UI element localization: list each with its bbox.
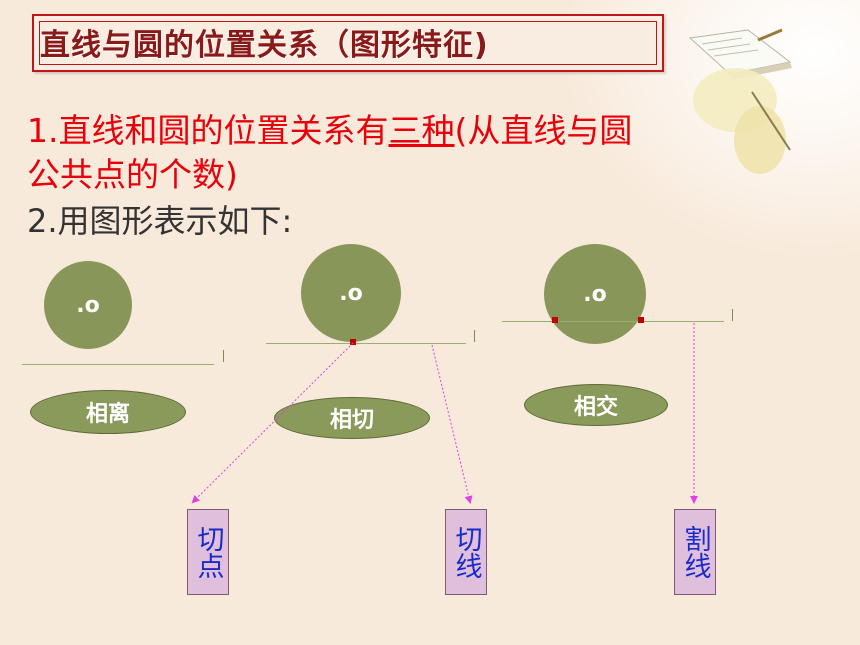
- point-1-prefix: 1.直线和圆的位置关系有: [27, 111, 389, 150]
- circle-intersect: .o: [544, 244, 646, 344]
- relation-label-separate: 相离: [30, 390, 186, 434]
- line-end-tick: [223, 350, 224, 362]
- point-1-line: 1.直线和圆的位置关系有三种(从直线与圆: [27, 104, 632, 152]
- point-1-continuation: 公共点的个数): [27, 155, 238, 194]
- butterfly-icon: [693, 68, 791, 174]
- point-1-suffix: (从直线与圆: [454, 111, 633, 150]
- term-tangent-point: 切点: [187, 509, 229, 595]
- point-1-highlight: 三种: [388, 111, 455, 150]
- circle-tangent: .o: [301, 244, 401, 342]
- slide-title: 直线与圆的位置关系（图形特征): [40, 28, 489, 63]
- point-2-text: 2.用图形表示如下:: [27, 202, 293, 240]
- arrow-to-tangent-point: [191, 342, 354, 504]
- term-secant-line: 割线: [674, 509, 716, 595]
- center-label: .o: [339, 280, 363, 306]
- arrow-to-tangent-line: [431, 344, 473, 504]
- line-tangent: [266, 343, 466, 344]
- intersection-point-marker: [638, 317, 644, 323]
- relation-label-tangent: 相切: [274, 397, 430, 439]
- center-label: .o: [76, 292, 100, 318]
- tangent-point-marker: [350, 339, 356, 345]
- center-label: .o: [583, 281, 607, 307]
- line-end-tick: [732, 309, 733, 321]
- title-box: [32, 14, 664, 72]
- line-separate: [22, 364, 214, 365]
- title-box-inner-border: [39, 21, 657, 65]
- term-tangent-line: 切线: [445, 509, 487, 595]
- line-end-tick: [474, 330, 475, 342]
- intersection-point-marker: [552, 317, 558, 323]
- line-intersect: [502, 321, 724, 322]
- circle-separate: .o: [44, 261, 132, 349]
- relation-label-intersect: 相交: [524, 384, 668, 426]
